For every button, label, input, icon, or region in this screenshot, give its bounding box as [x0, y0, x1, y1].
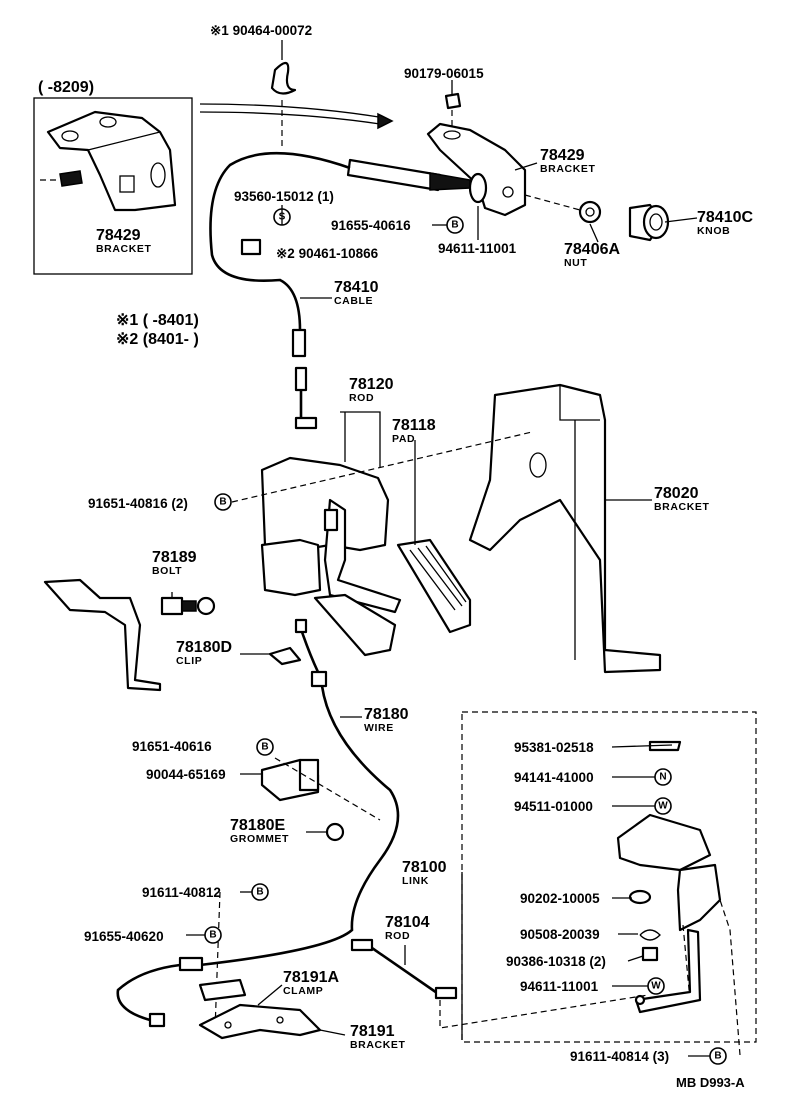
callout-94611-11001-link: 94611-11001 [520, 979, 599, 994]
note-2: ※2 (8401- ) [116, 331, 199, 348]
rod-78104-drawing [350, 938, 649, 1029]
callout-94141-41000: 94141-41000 [514, 770, 594, 785]
symbol-nut: N [654, 768, 672, 786]
callout-90386-10318: 90386-10318 (2) [506, 954, 606, 969]
part-78189-name: BOLT [152, 565, 183, 577]
part-78104-number: 78104 [385, 914, 430, 931]
direction-arrow [199, 103, 386, 119]
symbol-bolt: B [256, 738, 274, 756]
part-78191-name: BRACKET [350, 1039, 406, 1051]
part-78118-name: PAD [392, 433, 416, 445]
inset-range-label: ( -8209) [38, 79, 95, 96]
symbol-washer: W [654, 797, 672, 815]
svg-text:B: B [451, 220, 458, 231]
bolt-leader [214, 891, 221, 1031]
part-78180e-number: 78180E [230, 817, 286, 834]
part-78180d-name: CLIP [176, 655, 203, 667]
callout-90044-65169: 90044-65169 [146, 767, 226, 782]
grommet-78180e-drawing [325, 822, 345, 842]
part-78410c-number: 78410C [697, 209, 754, 226]
side-bracket-drawing [43, 578, 162, 692]
callout-93560-15012: 93560-15012 (1) [234, 189, 334, 204]
inset-part-number: 78429 [96, 227, 141, 244]
bolt-78189-drawing [160, 596, 216, 616]
part-78191-number: 78191 [350, 1023, 395, 1040]
part-78410c-name: KNOB [697, 225, 731, 237]
pad-78118-drawing [396, 538, 472, 634]
part-78020-name: BRACKET [654, 501, 710, 513]
part-78104-name: ROD [385, 930, 411, 942]
callout-90508-20039: 90508-20039 [520, 927, 600, 942]
callout-91611-40814: 91611-40814 (3) [570, 1049, 670, 1064]
part-78410-name: CABLE [334, 295, 374, 307]
bracket-78429-drawing [426, 92, 581, 217]
part-78406a-number: 78406A [564, 241, 621, 258]
symbol-washer: W [647, 977, 665, 995]
part-78120-number: 78120 [349, 376, 394, 393]
part-78191a-name: CLAMP [283, 985, 324, 997]
callout-94611-11001-top: 94611-11001 [438, 241, 517, 256]
part-78180-name: WIRE [364, 722, 394, 734]
part-78429-number: 78429 [540, 147, 585, 164]
diagram-code: MB D993-A [676, 1075, 745, 1090]
cable-78410-drawing [209, 151, 488, 430]
bracket-78020-drawing [231, 383, 662, 674]
callout-90202-10005: 90202-10005 [520, 891, 600, 906]
wire-leader [274, 757, 381, 821]
knob-78410c-drawing [628, 203, 670, 242]
callout-90461-10866: ※2 90461-10866 [276, 246, 379, 261]
callout-91651-40616: 91651-40616 [132, 739, 212, 754]
part-90044-drawing [260, 758, 320, 802]
callout-91655-40616: 91655-40616 [331, 218, 411, 233]
callout-91651-40816: 91651-40816 (2) [88, 496, 188, 511]
part-78120-name: ROD [349, 392, 375, 404]
part-78180d-number: 78180D [176, 639, 233, 656]
svg-text:N: N [659, 772, 666, 783]
part-78118-number: 78118 [392, 417, 436, 434]
part-78429-name: BRACKET [540, 163, 596, 175]
svg-text:B: B [714, 1051, 721, 1062]
symbol-bolt: B [251, 883, 269, 901]
part-78410-number: 78410 [334, 279, 379, 296]
part-78100-name: LINK [402, 875, 429, 887]
callout-94511-01000: 94511-01000 [514, 799, 593, 814]
symbol-bolt: B [446, 216, 464, 234]
hardware-symbols: S B B B B B N W W B [204, 208, 727, 1065]
nut-78406a-drawing [578, 200, 602, 224]
inset-bracket-drawing [40, 110, 177, 212]
cable-clip-drawing [270, 61, 297, 95]
part-78020-number: 78020 [654, 485, 699, 502]
svg-text:B: B [209, 930, 216, 941]
clip-78180d-drawing [268, 646, 302, 666]
leader-lines [171, 40, 710, 1057]
callout-95381-02518: 95381-02518 [514, 740, 594, 755]
svg-text:W: W [658, 801, 668, 812]
callout-91611-40812: 91611-40812 [142, 885, 221, 900]
svg-text:W: W [651, 981, 661, 992]
symbol-bolt: B [214, 493, 232, 511]
callout-90179-06015: 90179-06015 [404, 66, 484, 81]
pedal-rod-78120-drawing [260, 456, 402, 657]
svg-text:B: B [261, 742, 268, 753]
note-1: ※1 ( -8401) [116, 312, 199, 329]
symbol-bolt: B [709, 1047, 727, 1065]
part-78406a-name: NUT [564, 257, 588, 269]
link-78100-drawing [616, 740, 741, 1056]
part-78189-number: 78189 [152, 549, 197, 566]
part-78180-number: 78180 [364, 706, 409, 723]
svg-text:B: B [219, 497, 226, 508]
symbol-bolt: B [204, 926, 222, 944]
part-78100-number: 78100 [402, 859, 447, 876]
part-78180e-name: GROMMET [230, 833, 290, 845]
inset-part-name: BRACKET [96, 243, 152, 255]
callout-90464-00072: ※1 90464-00072 [210, 23, 313, 38]
svg-text:B: B [256, 887, 263, 898]
part-78191a-number: 78191A [283, 969, 340, 986]
wire-78180-drawing [116, 618, 400, 1028]
inset-frame [33, 97, 193, 275]
callout-91655-40620: 91655-40620 [84, 929, 164, 944]
bracket-78191-drawing [198, 978, 322, 1040]
